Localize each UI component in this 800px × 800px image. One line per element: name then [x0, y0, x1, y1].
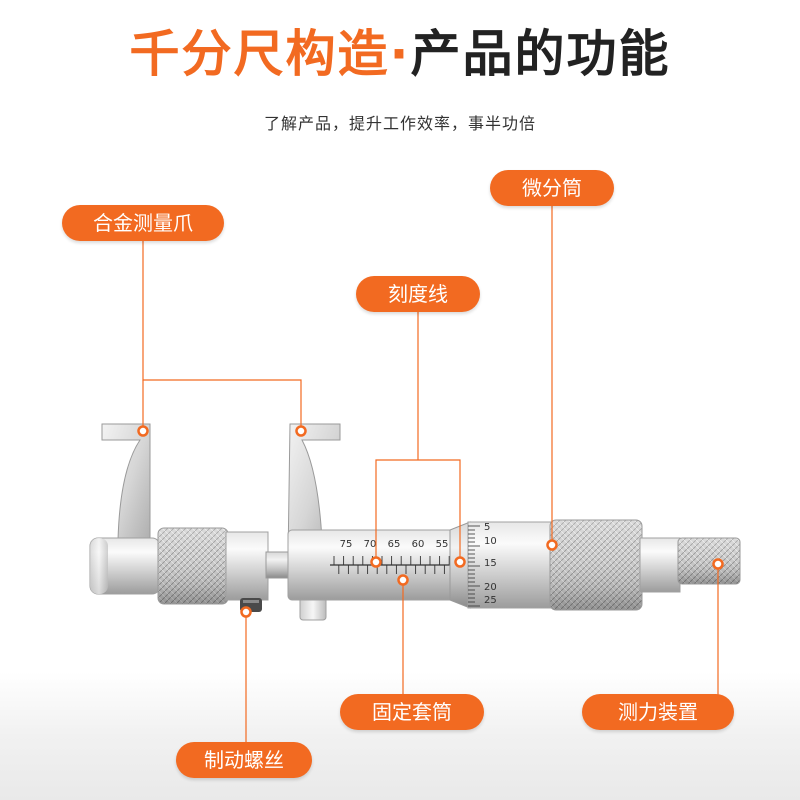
label-sleeve: 固定套筒 — [340, 694, 484, 730]
label-thimble: 微分筒 — [490, 170, 614, 206]
sleeve-scale-numbers: 75 70 65 60 55 — [340, 539, 449, 550]
ratchet-neck — [639, 537, 681, 593]
sleeve-number: 65 — [388, 539, 401, 550]
ratchet-knob — [677, 537, 741, 585]
label-ratchet: 测力装置 — [582, 694, 734, 730]
title-dot: · — [389, 25, 411, 83]
thimble-number: 20 — [484, 582, 497, 593]
marker-dot — [240, 606, 252, 618]
sleeve-number: 70 — [364, 539, 377, 550]
thimble-number: 10 — [484, 536, 497, 547]
left-body — [225, 531, 269, 601]
thimble-number: 25 — [484, 595, 497, 606]
page-title: 千分尺构造·产品的功能 — [0, 22, 800, 86]
marker-dot — [454, 556, 466, 568]
marker-dots — [137, 425, 724, 618]
sleeve-number: 60 — [412, 539, 425, 550]
leader-lines — [142, 200, 719, 758]
page-subtitle: 了解产品，提升工作效率，事半功倍 — [263, 114, 536, 133]
sleeve-number: 75 — [340, 539, 353, 550]
thimble — [449, 521, 553, 609]
title-accent-text: 千分尺构造 — [129, 25, 390, 83]
left-end-cap — [89, 537, 161, 595]
marker-dot — [712, 558, 724, 570]
marker-dot — [397, 574, 409, 586]
label-lock-screw: 制动螺丝 — [176, 742, 312, 778]
left-knurled-grip — [157, 527, 229, 605]
title-main-text: 产品的功能 — [410, 25, 671, 83]
marker-dot — [546, 539, 558, 551]
thimble-number: 5 — [484, 522, 490, 533]
sleeve-number: 55 — [436, 539, 449, 550]
marker-dot — [137, 425, 149, 437]
label-scale-lines: 刻度线 — [356, 276, 480, 312]
marker-dot — [295, 425, 307, 437]
thimble-knurled-grip — [549, 519, 643, 611]
marker-dot — [370, 556, 382, 568]
thimble-number: 15 — [484, 558, 497, 569]
label-measuring-jaws: 合金测量爪 — [62, 205, 224, 241]
thimble-scale-numbers: 5 10 15 20 25 — [484, 522, 497, 606]
